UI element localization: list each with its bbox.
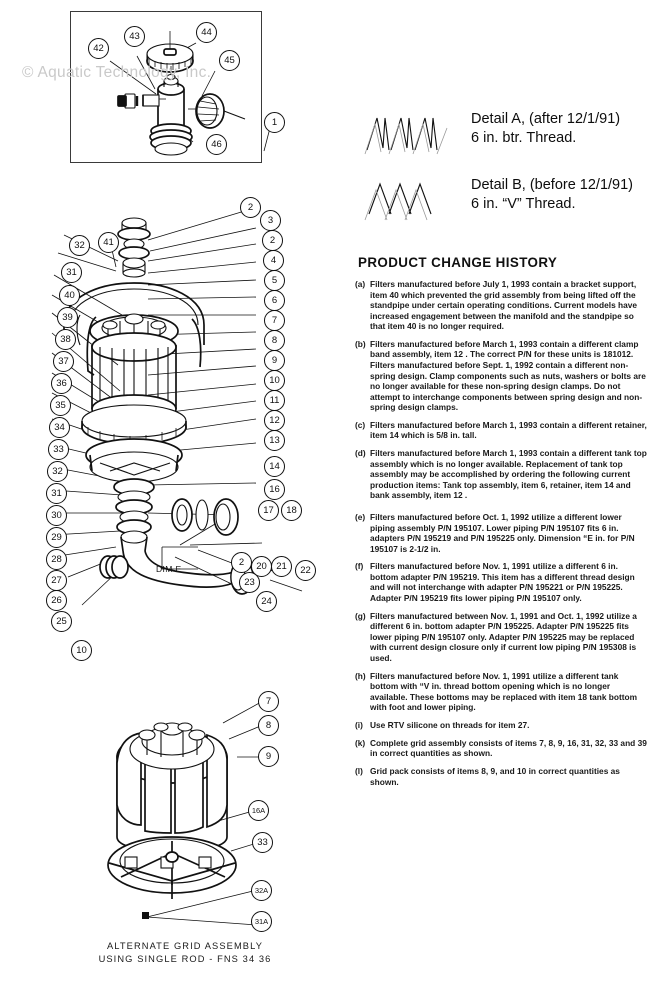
pch-item-g: (g) Filters manufactured between Nov. 1,… <box>355 611 647 664</box>
callout-left-35: 35 <box>50 395 71 416</box>
pch-item-l: (l) Grid pack consists of items 8, 9, an… <box>355 766 647 787</box>
callout-41: 41 <box>98 232 119 253</box>
detail-b-row: Detail B, (before 12/1/91) 6 in. “V” Thr… <box>363 176 633 222</box>
callout-right-2a: 2 <box>240 197 261 218</box>
callout-right-4: 4 <box>263 250 284 271</box>
detail-a-row: Detail A, (after 12/1/91) 6 in. btr. Thr… <box>363 110 620 156</box>
callout-right-2b: 2 <box>262 230 283 251</box>
callout-left-33: 33 <box>48 439 69 460</box>
callout-right-18: 18 <box>281 500 302 521</box>
pch-key-g: (g) <box>355 610 366 621</box>
callout-right-6: 6 <box>264 290 285 311</box>
callout-right-23: 23 <box>239 572 260 593</box>
pch-body-k: Complete grid assembly consists of items… <box>370 737 647 759</box>
valve-detail-artwork <box>109 31 246 156</box>
callout-right-14: 14 <box>264 456 285 477</box>
alternate-assembly-caption: ALTERNATE GRID ASSEMBLY USING SINGLE ROD… <box>98 941 272 964</box>
pch-key-e: (e) <box>355 511 366 522</box>
pch-body-b: Filters manufactured before March 1, 199… <box>370 338 646 413</box>
callout-left-27: 27 <box>46 570 67 591</box>
pch-key-k: (k) <box>355 737 366 748</box>
callout-left-30: 30 <box>46 505 67 526</box>
pch-body-e: Filters manufactured before Oct. 1, 1992… <box>370 511 635 554</box>
callout-left-25: 25 <box>51 611 72 632</box>
callout-alt-7: 7 <box>258 691 279 712</box>
pch-key-c: (c) <box>355 419 366 430</box>
buttress-thread-profile-icon <box>364 117 448 155</box>
pch-item-k: (k) Complete grid assembly consists of i… <box>355 738 647 759</box>
pch-item-e: (e) Filters manufactured before Oct. 1, … <box>355 512 647 554</box>
pch-key-h: (h) <box>355 670 366 681</box>
callout-right-7: 7 <box>264 310 285 331</box>
pch-body-f: Filters manufactured before Nov. 1, 1991… <box>370 561 635 603</box>
pch-title: PRODUCT CHANGE HISTORY <box>358 255 558 270</box>
callout-left-39: 39 <box>57 307 78 328</box>
callout-right-2c: 2 <box>231 552 252 573</box>
callout-left-10: 10 <box>71 640 92 661</box>
pch-item-d: (d) Filters manufactured before March 1,… <box>355 448 647 501</box>
pch-body-g: Filters manufactured between Nov. 1, 199… <box>370 610 637 663</box>
callout-alt-33: 33 <box>252 832 273 853</box>
alternate-grid-artwork <box>107 700 264 926</box>
callout-right-8: 8 <box>264 330 285 351</box>
pch-item-h: (h) Filters manufactured before Nov. 1, … <box>355 671 647 713</box>
callout-right-5: 5 <box>264 270 285 291</box>
callout-alt-9: 9 <box>258 746 279 767</box>
pch-item-b: (b) Filters manufactured before March 1,… <box>355 339 647 413</box>
pch-body-d: Filters manufactured before March 1, 199… <box>370 448 647 501</box>
callout-right-3: 3 <box>260 210 281 231</box>
pch-key-l: (l) <box>355 766 363 777</box>
pch-item-a: (a) Filters manufactured before July 1, … <box>355 279 647 332</box>
callout-alt-31A: 31A <box>251 911 272 932</box>
callout-left-32b: 32 <box>47 461 68 482</box>
callout-left-26: 26 <box>46 590 67 611</box>
callout-left-31b: 31 <box>46 483 67 504</box>
callout-right-22: 22 <box>295 560 316 581</box>
callout-right-21: 21 <box>271 556 292 577</box>
callout-45: 45 <box>219 50 240 71</box>
callout-left-32a: 32 <box>69 235 90 256</box>
callout-alt-8: 8 <box>258 715 279 736</box>
callout-right-17: 17 <box>258 500 279 521</box>
callout-44: 44 <box>196 22 217 43</box>
callout-right-13: 13 <box>264 430 285 451</box>
pch-key-a: (a) <box>355 279 366 289</box>
callout-left-40: 40 <box>59 285 80 306</box>
callout-left-34: 34 <box>49 417 70 438</box>
callout-right-9: 9 <box>264 350 285 371</box>
callout-right-12: 12 <box>264 410 285 431</box>
callout-43: 43 <box>124 26 145 47</box>
pch-item-c: (c) Filters manufactured before March 1,… <box>355 420 647 441</box>
pch-body-c: Filters manufactured before March 1, 199… <box>370 419 647 441</box>
pch-body-a: Filters manufactured before July 1, 1993… <box>370 279 638 332</box>
callout-right-10: 10 <box>264 370 285 391</box>
pch-item-i: (i) Use RTV silicone on threads for item… <box>355 720 647 731</box>
callout-alt-16A: 16A <box>248 800 269 821</box>
detail-a-text: Detail A, (after 12/1/91) 6 in. btr. Thr… <box>471 111 621 146</box>
pch-key-b: (b) <box>355 338 366 349</box>
v-thread-profile-icon <box>364 182 432 221</box>
pch-body-h: Filters manufactured before Nov. 1, 1991… <box>370 670 638 713</box>
callout-left-38: 38 <box>55 329 76 350</box>
detail-b-text: Detail B, (before 12/1/91) 6 in. “V” Thr… <box>471 177 634 212</box>
pch-key-i: (i) <box>355 720 363 730</box>
callout-right-16: 16 <box>264 479 285 500</box>
callout-left-36: 36 <box>51 373 72 394</box>
callout-42: 42 <box>88 38 109 59</box>
callout-right-24: 24 <box>256 591 277 612</box>
callout-left-28: 28 <box>46 549 67 570</box>
callout-alt-32A: 32A <box>251 880 272 901</box>
callout-1: 1 <box>264 112 285 133</box>
callout-left-29: 29 <box>46 527 67 548</box>
product-change-history: PRODUCT CHANGE HISTORY (a) Filters manuf… <box>355 255 647 794</box>
pch-item-f: (f) Filters manufactured before Nov. 1, … <box>355 561 647 603</box>
callout-left-37: 37 <box>53 351 74 372</box>
pch-body-l: Grid pack consists of items 8, 9, and 10… <box>370 766 620 787</box>
callout-46: 46 <box>206 134 227 155</box>
callout-left-31a: 31 <box>61 262 82 283</box>
pch-body-i: Use RTV silicone on threads for item 27. <box>370 720 530 730</box>
pch-key-f: (f) <box>355 561 364 572</box>
pch-key-d: (d) <box>355 448 366 459</box>
callout-right-11: 11 <box>264 390 285 411</box>
